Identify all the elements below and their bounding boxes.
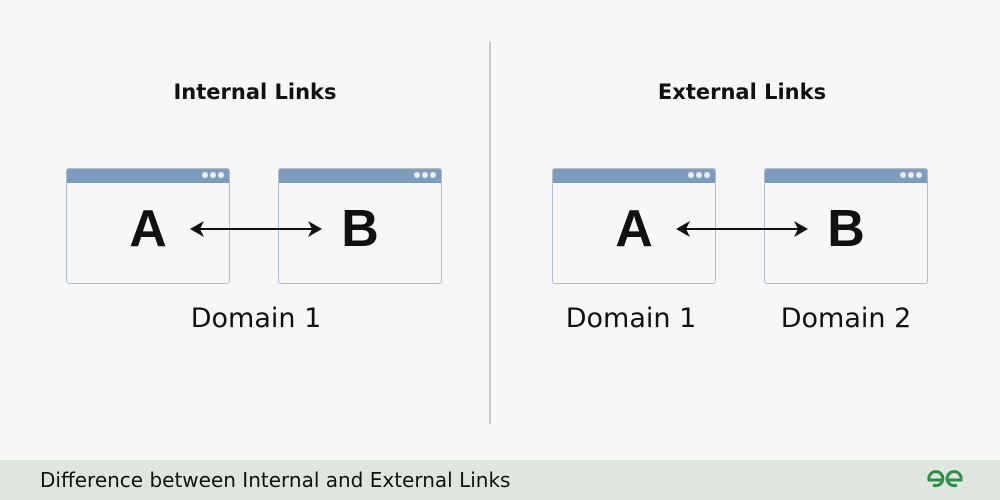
domain-1-label: Domain 1 <box>565 303 697 334</box>
internal-links-title: Internal Links <box>173 80 337 104</box>
page-b-label: B <box>827 200 865 258</box>
window-dots-icon <box>688 172 710 178</box>
gfg-logo-icon <box>927 470 963 488</box>
bidirectional-arrow-icon <box>190 221 322 237</box>
external-window-b: B <box>764 168 928 284</box>
divider <box>489 42 491 424</box>
bidirectional-arrow-icon <box>676 221 808 237</box>
footer-bar: Difference between Internal and External… <box>0 460 1000 500</box>
page-a-label: A <box>615 200 653 258</box>
window-dots-icon <box>202 172 224 178</box>
window-titlebar <box>765 169 927 183</box>
footer-caption: Difference between Internal and External… <box>40 468 511 492</box>
window-titlebar <box>279 169 441 183</box>
domain-2-label: Domain 2 <box>780 303 912 334</box>
external-window-a: A <box>552 168 716 284</box>
window-titlebar <box>553 169 715 183</box>
page-b-label: B <box>341 200 379 258</box>
window-dots-icon <box>900 172 922 178</box>
window-titlebar <box>67 169 229 183</box>
external-links-title: External Links <box>657 80 827 104</box>
internal-window-b: B <box>278 168 442 284</box>
window-dots-icon <box>414 172 436 178</box>
page-a-label: A <box>129 200 167 258</box>
domain-label: Domain 1 <box>190 303 322 334</box>
internal-window-a: A <box>66 168 230 284</box>
